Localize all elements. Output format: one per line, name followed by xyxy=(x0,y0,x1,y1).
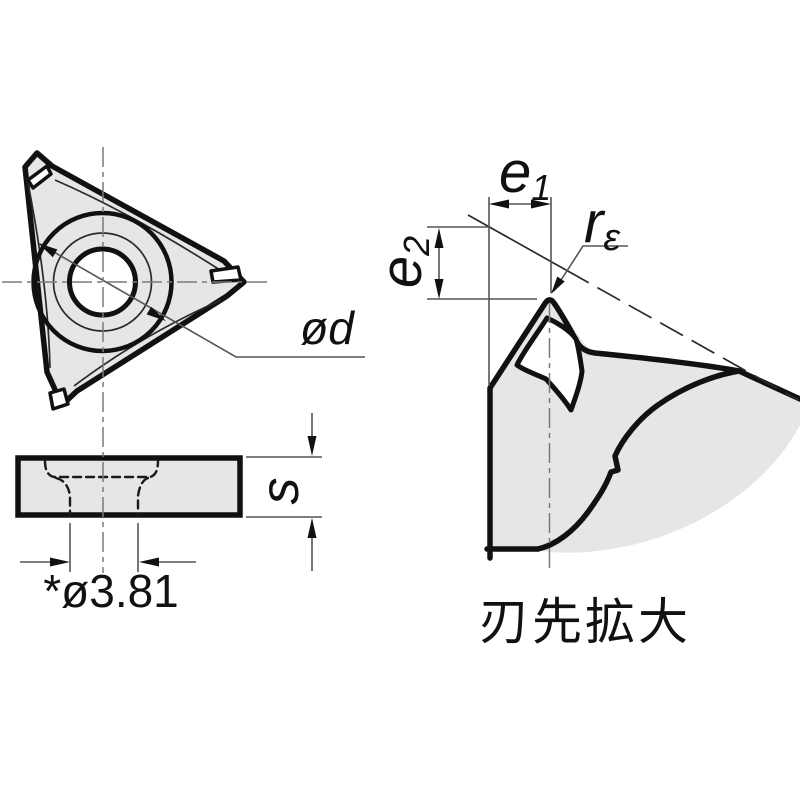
corner-notch-right xyxy=(209,265,243,284)
re-label: rε xyxy=(584,190,621,259)
e2-label-base: e xyxy=(369,256,434,288)
insert-top-view: ød xyxy=(22,150,365,411)
od-arrowhead-lower xyxy=(146,306,166,321)
e1-arrowhead-right xyxy=(531,199,551,209)
flank-reference-line-solid xyxy=(467,214,567,271)
od-arrowhead-upper xyxy=(38,243,58,258)
dimension-od: ød xyxy=(38,243,365,358)
re-leader-line xyxy=(553,245,628,292)
s-arrowhead-top xyxy=(307,436,317,456)
dimension-s: s xyxy=(246,413,322,571)
e1-label-sub: 1 xyxy=(531,167,551,208)
e2-label-sub: 2 xyxy=(396,236,437,257)
e1-label-base: e xyxy=(499,140,531,205)
e2-label: e2 xyxy=(369,236,437,288)
s-label: s xyxy=(250,478,310,505)
chip-breaker-curve xyxy=(535,368,742,552)
side-view-body xyxy=(15,455,243,518)
od-dimension-line xyxy=(39,243,365,358)
od-label: ød xyxy=(300,302,355,354)
s-arrowhead-bottom xyxy=(307,518,317,538)
countersink-mouth-hidden-line xyxy=(43,459,160,479)
hole-arrowhead-right xyxy=(139,557,159,567)
re-label-sub: ε xyxy=(603,217,621,259)
e1-arrowhead-left xyxy=(489,199,509,209)
re-label-base: r xyxy=(584,190,606,255)
face-groove-arc-left xyxy=(26,177,51,369)
dimension-e1: e1 xyxy=(488,140,552,386)
flank-reference-line-dashed xyxy=(565,269,799,401)
hole-dia-label: *ø3.81 xyxy=(43,565,179,617)
countersink-funnel-left-hidden-line xyxy=(54,476,72,517)
insert-side-view: *ø3.81 s xyxy=(15,413,322,617)
cutting-tip-enlarged-view: e1 e2 rε 刃先拡大 xyxy=(369,140,800,650)
dimension-e2: e2 xyxy=(369,226,537,300)
caption-blade-tip-enlarged: 刃先拡大 xyxy=(479,594,691,650)
e2-arrowhead-top xyxy=(434,228,444,248)
dimension-hole-dia: *ø3.81 xyxy=(20,523,196,617)
hole-arrowhead-left xyxy=(50,557,70,567)
countersink-funnel-right-hidden-line xyxy=(136,476,150,517)
corner-notch-bottom-left xyxy=(48,387,70,411)
re-arrowhead xyxy=(551,276,565,294)
e2-arrowhead-bottom xyxy=(434,279,444,299)
dimension-re: rε xyxy=(551,190,628,294)
e1-label: e1 xyxy=(499,140,551,208)
corner-notch-top-left xyxy=(26,164,53,190)
